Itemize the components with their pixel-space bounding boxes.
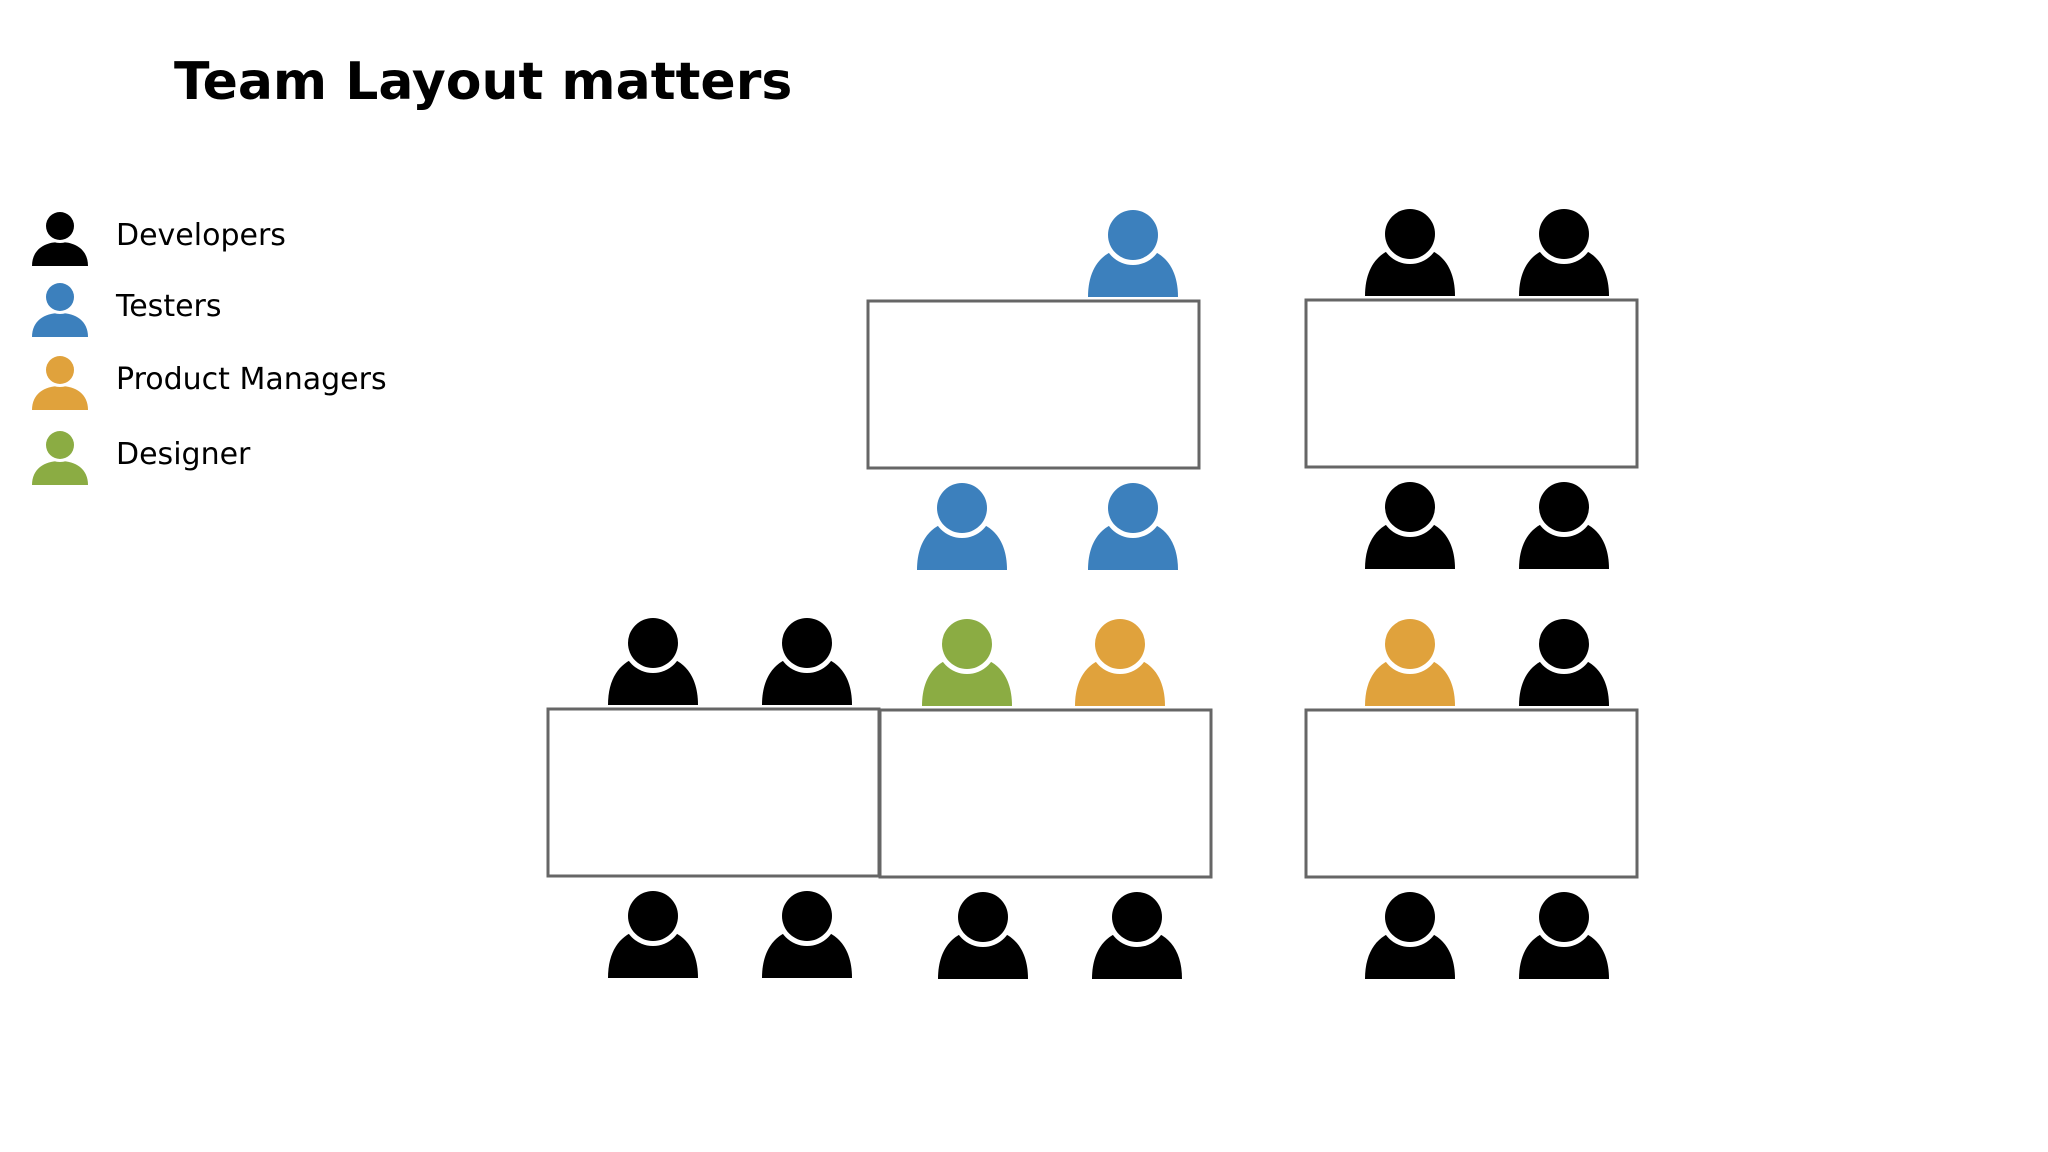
legend-item-designer: Designer [30,425,430,487]
legend-label-designer: Designer [116,437,251,472]
developer-person-icon [1365,887,1455,979]
page-title: Team Layout matters [174,52,793,112]
developer-person-icon [1519,614,1609,706]
legend-label-product-managers: Product Managers [116,362,387,397]
product-manager-person-icon [1075,614,1165,706]
desk-bottom-left [546,707,881,878]
developer-person-icon [1365,477,1455,569]
tester-person-icon [917,478,1007,570]
legend-item-developers: Developers [30,206,430,268]
legend-label-developers: Developers [116,218,286,253]
designer-person-icon [922,614,1012,706]
person-icon [32,428,88,485]
person-icon [32,280,88,337]
developer-person-icon [938,887,1028,979]
developer-person-icon [608,613,698,705]
legend-item-testers: Testers [30,277,430,339]
person-icon [32,353,88,410]
desk-bottom-right [1304,708,1639,879]
desk-bottom-middle [878,708,1213,879]
developer-person-icon [1519,887,1609,979]
product-manager-person-icon [1365,614,1455,706]
desk-top-right [1304,298,1639,469]
legend-item-product-managers: Product Managers [30,350,430,412]
tester-person-icon [1088,205,1178,297]
tester-person-icon [1088,478,1178,570]
person-icon [32,209,88,266]
developer-person-icon [608,886,698,978]
developer-person-icon [762,613,852,705]
desk-top-middle [866,299,1201,470]
developer-person-icon [1092,887,1182,979]
developer-person-icon [1519,204,1609,296]
developer-person-icon [762,886,852,978]
developer-person-icon [1519,477,1609,569]
legend-label-testers: Testers [116,289,222,324]
developer-person-icon [1365,204,1455,296]
